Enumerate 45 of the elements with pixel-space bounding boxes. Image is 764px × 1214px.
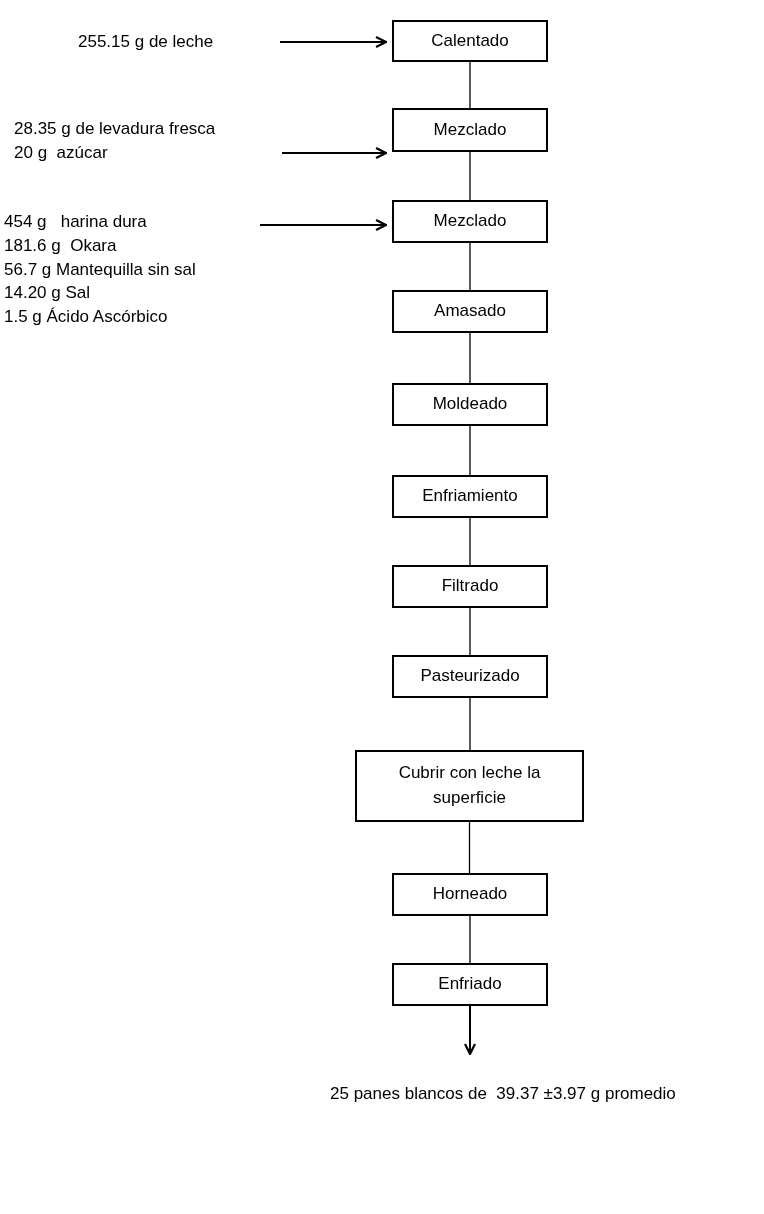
process-box: [392, 475, 548, 518]
arrow: [463, 1005, 477, 1056]
process-box: [392, 200, 548, 243]
connector-line: [469, 332, 471, 384]
ingredient-text: 1.5 g Ácido Ascórbico: [4, 306, 168, 329]
process-box: [392, 20, 548, 62]
ingredient-text: 56.7 g Mantequilla sin sal: [4, 258, 196, 281]
step-label: Moldeado: [432, 393, 508, 416]
connector-line: [469, 425, 471, 476]
ingredient-text: 14.20 g Sal: [4, 282, 90, 305]
step-label: Horneado: [432, 883, 508, 906]
step-label: Enfriado: [438, 973, 502, 996]
process-box: [392, 383, 548, 426]
arrow: [281, 146, 388, 160]
process-box: [392, 963, 548, 1006]
step-label: Pasteurizado: [420, 665, 520, 688]
step-label: Mezclado: [433, 210, 507, 233]
step-label: Amasado: [434, 300, 506, 323]
step-label: Filtrado: [441, 575, 499, 598]
connector-line: [469, 607, 471, 656]
ingredient-text: 255.15 g de leche: [78, 31, 214, 53]
step-label: Mezclado: [433, 118, 507, 141]
process-box: [392, 565, 548, 608]
process-box: [392, 873, 548, 916]
arrow: [279, 35, 388, 49]
step-label: Enfriamiento: [422, 485, 518, 508]
connector-line: [468, 821, 471, 874]
ingredient-text: 454 g harina dura: [4, 211, 147, 233]
connector-line: [469, 151, 471, 201]
step-label: Cubrir con leche la superficie: [397, 762, 542, 809]
ingredient-text: 181.6 g Okara: [4, 234, 117, 257]
output-note: 25 panes blancos de 39.37 ±3.97 g promedio: [330, 1083, 676, 1105]
connector-line: [469, 517, 471, 566]
connector-line: [469, 242, 471, 291]
arrow: [259, 218, 388, 232]
process-box: [392, 108, 548, 152]
process-box: [392, 290, 548, 333]
connector-line: [469, 697, 471, 751]
connector-line: [469, 915, 471, 964]
process-box: [355, 750, 584, 822]
process-box: [392, 655, 548, 698]
ingredient-text: 20 g azúcar: [14, 141, 108, 164]
connector-line: [469, 61, 471, 109]
step-label: Calentado: [431, 29, 509, 52]
ingredient-text: 28.35 g de levadura fresca: [14, 118, 216, 140]
